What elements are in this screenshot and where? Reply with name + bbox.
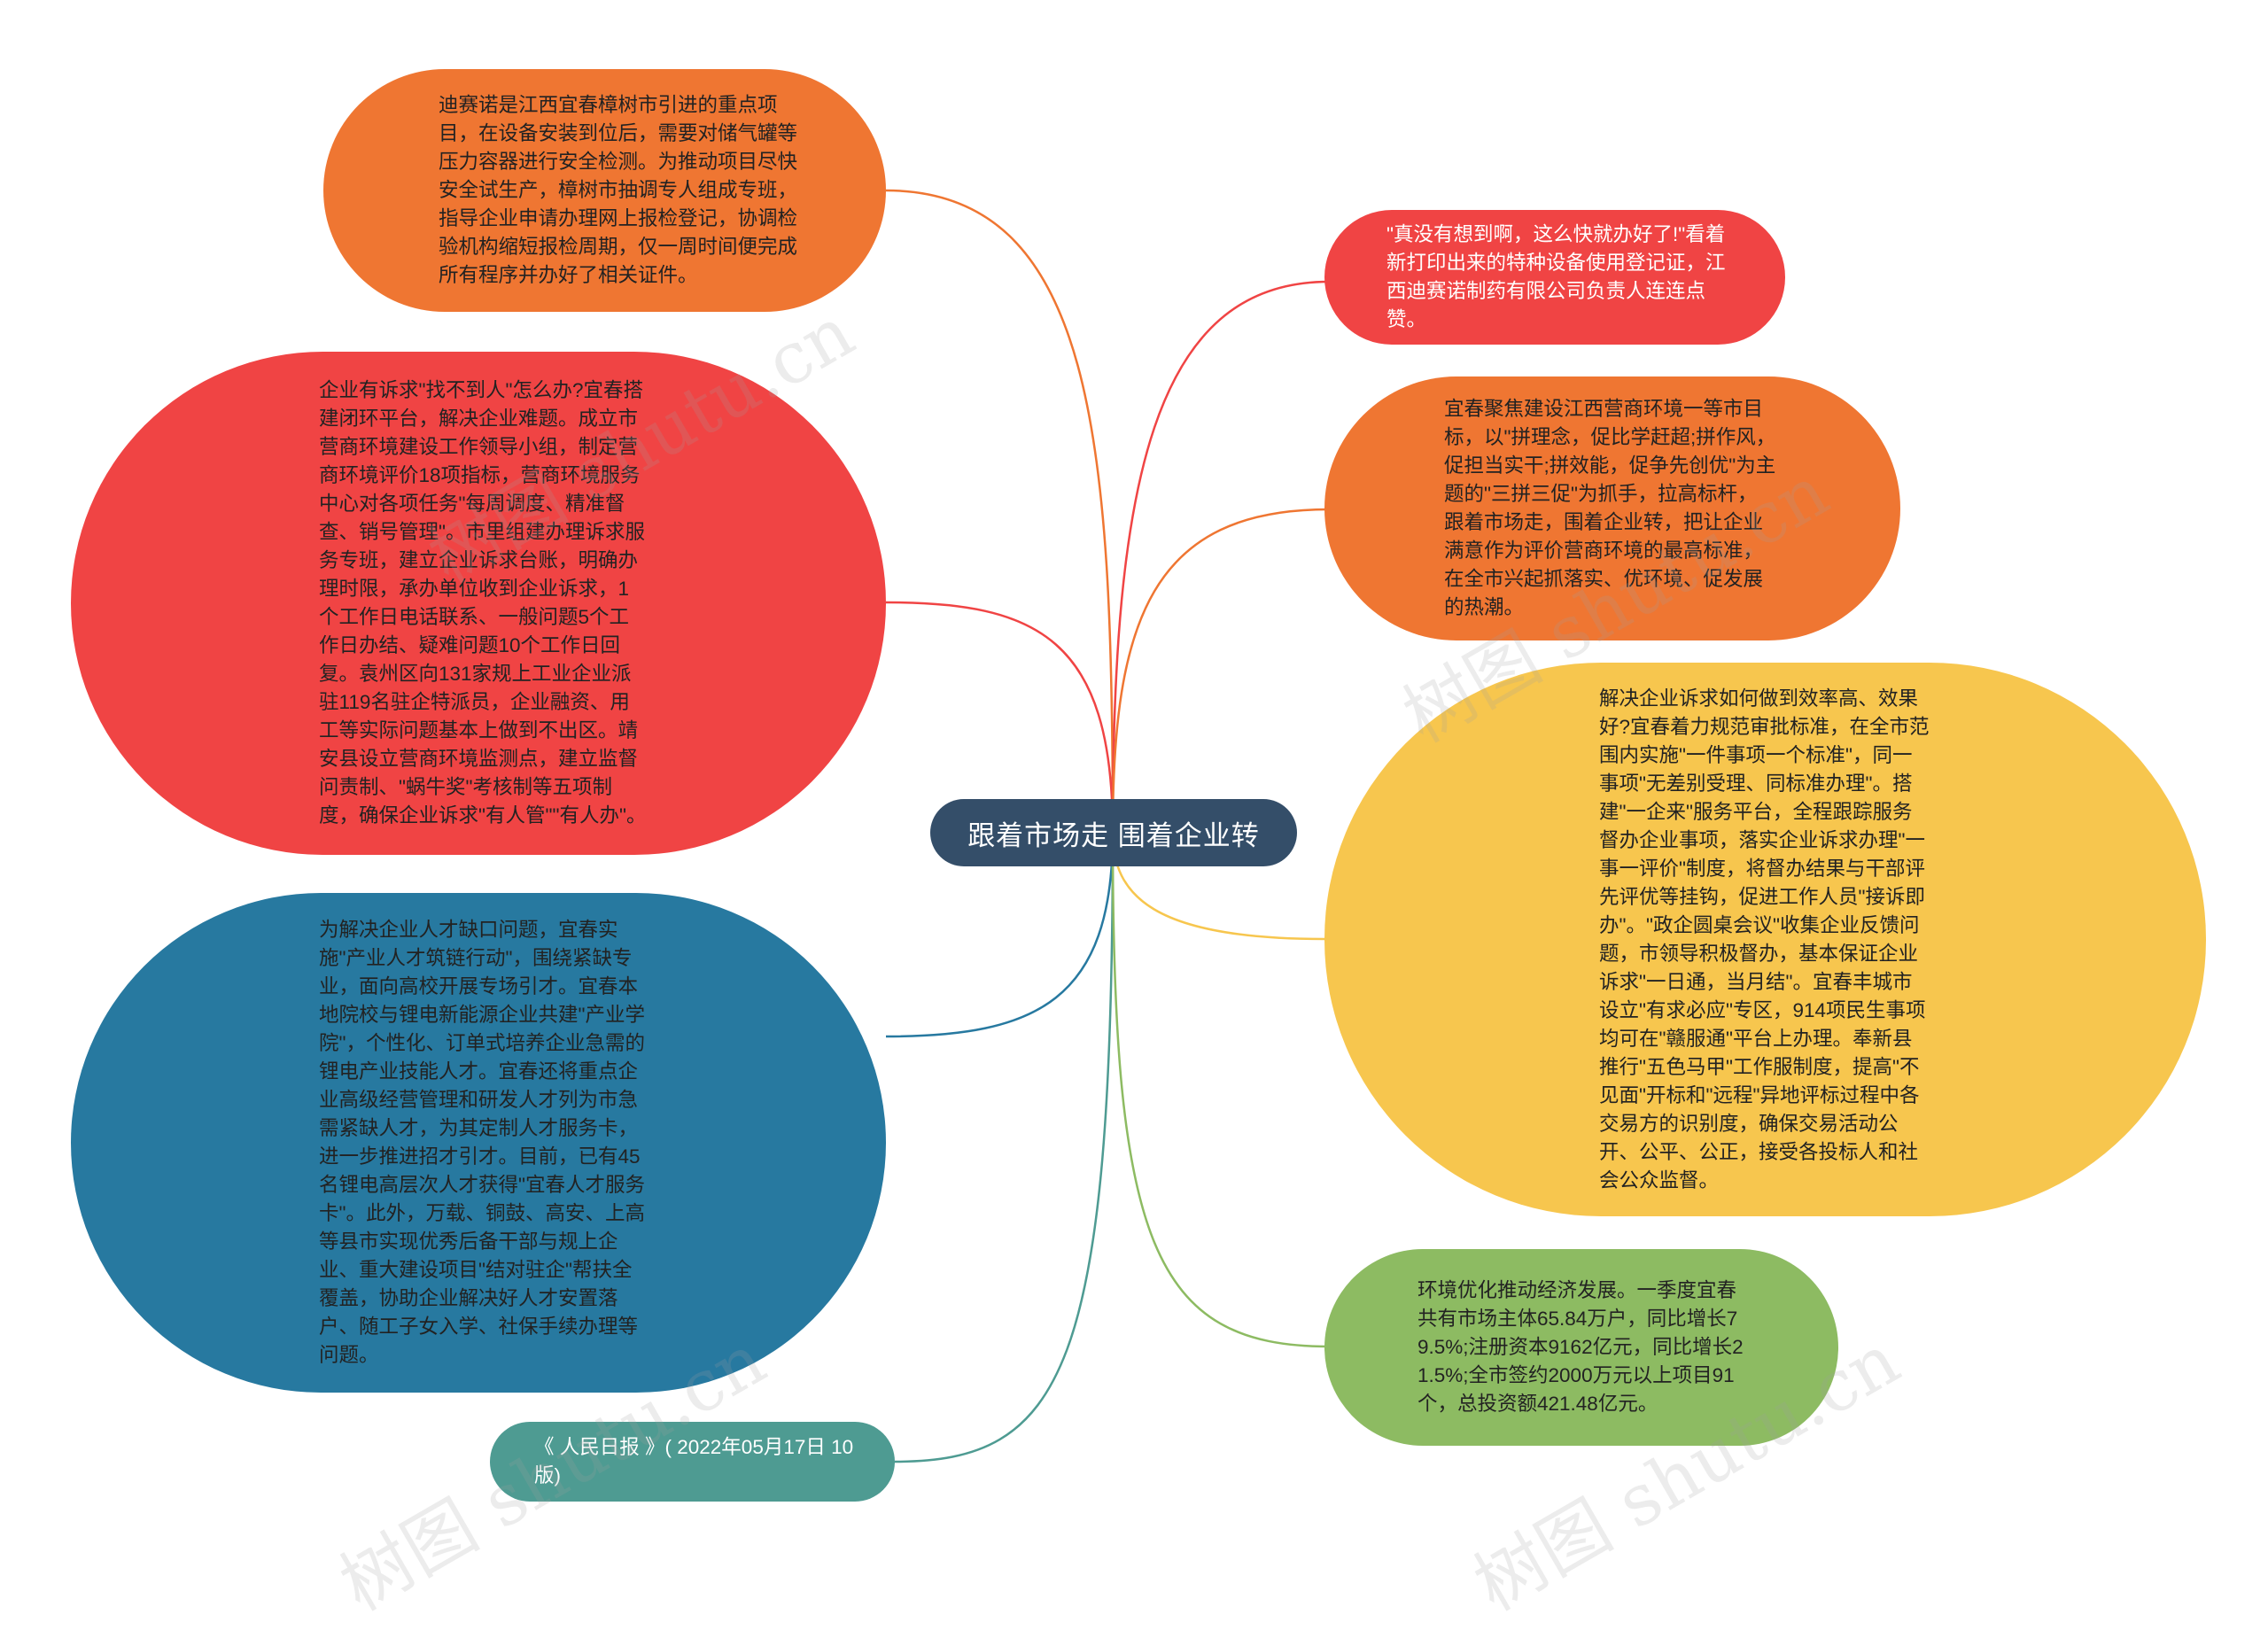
connector-right-orange <box>1111 508 1330 834</box>
node-right-yellow: 解决企业诉求如何做到效率高、效果好?宜春着力规范审批标准，在全市范围内实施"一件… <box>1324 663 2206 1216</box>
node-left-source: 《 人民日报 》( 2022年05月17日 10 版) <box>490 1422 895 1502</box>
node-right-orange: 宜春聚焦建设江西营商环境一等市目标，以"拼理念，促比学赶超;拼作风，促担当实干;… <box>1324 376 1900 640</box>
node-left-red-text: 企业有诉求"找不到人"怎么办?宜春搭建闭环平台，解决企业难题。成立市营商环境建设… <box>319 379 647 827</box>
node-right-orange-text: 宜春聚焦建设江西营商环境一等市目标，以"拼理念，促比学赶超;拼作风，促担当实干;… <box>1444 398 1776 618</box>
node-right-green-text: 环境优化推动经济发展。一季度宜春共有市场主体65.84万户，同比增长79.5%;… <box>1418 1279 1744 1415</box>
connector-right-red <box>1111 280 1330 834</box>
node-left-orange-text: 迪赛诺是江西宜春樟树市引进的重点项目，在设备安装到位后，需要对储气罐等压力容器进… <box>439 94 798 286</box>
node-left-red: 企业有诉求"找不到人"怎么办?宜春搭建闭环平台，解决企业难题。成立市营商环境建设… <box>71 352 886 855</box>
node-right-red: "真没有想到啊，这么快就办好了!"看着新打印出来的特种设备使用登记证，江西迪赛诺… <box>1324 210 1785 345</box>
node-right-yellow-text: 解决企业诉求如何做到效率高、效果好?宜春着力规范审批标准，在全市范围内实施"一件… <box>1599 687 1930 1191</box>
node-left-orange: 迪赛诺是江西宜春樟树市引进的重点项目，在设备安装到位后，需要对储气罐等压力容器进… <box>323 69 886 312</box>
connector-lines <box>885 189 1330 1463</box>
central-topic: 跟着市场走 围着企业转 <box>930 799 1297 866</box>
node-left-blue-text: 为解决企业人才缺口问题，宜春实施"产业人才筑链行动"，围绕紧缺专业，面向高校开展… <box>319 919 645 1366</box>
connector-left-red <box>885 601 1115 834</box>
node-left-source-text: 《 人民日报 》( 2022年05月17日 10 版) <box>534 1436 854 1486</box>
connector-left-teal <box>894 832 1115 1463</box>
node-right-red-text: "真没有想到啊，这么快就办好了!"看着新打印出来的特种设备使用登记证，江西迪赛诺… <box>1386 223 1726 330</box>
connector-left-orange <box>885 189 1115 834</box>
connector-left-blue <box>885 832 1115 1038</box>
connector-right-green <box>1111 832 1330 1348</box>
node-left-blue: 为解决企业人才缺口问题，宜春实施"产业人才筑链行动"，围绕紧缺专业，面向高校开展… <box>71 893 886 1393</box>
node-right-green: 环境优化推动经济发展。一季度宜春共有市场主体65.84万户，同比增长79.5%;… <box>1324 1249 1838 1446</box>
